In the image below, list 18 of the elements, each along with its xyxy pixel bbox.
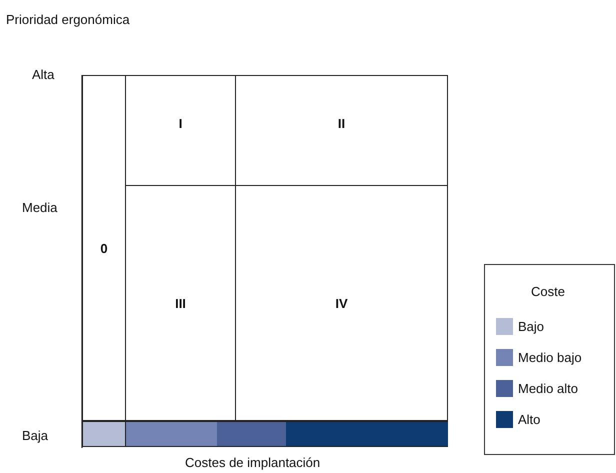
quadrant-label: IV <box>335 296 348 310</box>
axis-tick-label: Alta <box>32 67 54 82</box>
legend-label: Medio bajo <box>518 350 582 365</box>
axis-tick-label: Media <box>22 200 58 215</box>
legend-label: Bajo <box>518 319 544 334</box>
axis-title: Prioridad ergonómica <box>6 12 130 27</box>
axis-title: Costes de implantación <box>185 455 320 470</box>
matrix-cell <box>235 185 448 421</box>
legend-title: Coste <box>531 284 565 299</box>
quadrant-label: 0 <box>100 240 108 256</box>
matrix-cell <box>235 75 448 186</box>
axis-tick-label: Baja <box>22 428 48 443</box>
legend-label: Medio alto <box>518 381 578 396</box>
legend-label: Alto <box>518 412 540 427</box>
quadrant-label: III <box>175 296 186 310</box>
quadrant-label: I <box>178 116 182 131</box>
quadrant-label: II <box>338 116 346 131</box>
matrix-cell <box>82 75 126 421</box>
